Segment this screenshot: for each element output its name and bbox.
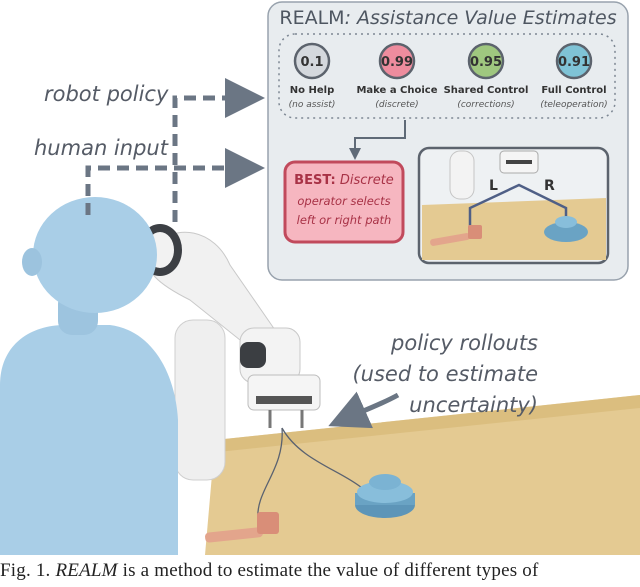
rollouts-arrow (328, 391, 400, 429)
option-label: Shared Control (444, 85, 529, 96)
caption-name: REALM (55, 560, 118, 581)
robot-policy-label: robot policy (44, 82, 169, 106)
option-make-a-choice: 0.99 Make a Choice (discrete) (356, 42, 438, 110)
option-label: No Help (290, 85, 334, 96)
panel-title-prefix: REALM (279, 7, 344, 29)
option-label: Make a Choice (356, 85, 437, 96)
human-input-label: human input (34, 136, 169, 160)
hammer-object (205, 512, 279, 543)
mini-button (544, 222, 588, 242)
option-badge (555, 42, 593, 80)
best-box (283, 160, 405, 244)
caption-rest: is a method to estimate the value of dif… (122, 560, 539, 581)
option-value: 0.95 (470, 55, 502, 70)
rollout-path-right (281, 427, 363, 489)
option-sublabel: (no assist) (289, 100, 336, 110)
mini-label-left: L (489, 178, 498, 194)
best-line3: left or right path (297, 213, 392, 227)
option-sublabel: (discrete) (375, 100, 418, 110)
option-badge (293, 42, 331, 80)
mini-hammer (430, 233, 470, 246)
options-group (278, 33, 616, 119)
figure-caption: Fig. 1. REALM is a method to estimate th… (0, 560, 640, 587)
option-sublabel: (teleoperation) (540, 100, 607, 110)
best-line1: BEST: Discrete (294, 173, 394, 188)
rollouts-label-line2: (used to estimate (352, 362, 538, 386)
rollouts-label-line1: policy rollouts (390, 331, 538, 355)
option-label: Full Control (541, 85, 606, 96)
best-choice: Discrete (340, 173, 394, 188)
option-full-control: 0.91 Full Control (teleoperation) (540, 42, 608, 110)
mini-button-top (555, 216, 577, 228)
option-value: 0.99 (381, 55, 413, 70)
option-no-help: 0.1 No Help (no assist) (289, 42, 336, 110)
mini-label-right: R (544, 178, 555, 194)
rollouts-label-line3: uncertainty) (409, 393, 538, 417)
button-object (355, 474, 415, 518)
realm-panel: REALM: Assistance Value Estimates 0.1 No… (267, 1, 629, 281)
table-shadow (215, 395, 640, 452)
mini-robot-base (449, 150, 475, 200)
best-line2: operator selects (297, 194, 390, 208)
mini-scene: L R (417, 146, 610, 265)
robot-policy-arrow (172, 78, 265, 222)
mini-hammer-head (468, 225, 482, 239)
rollout-path-left (257, 427, 283, 521)
human-input-arrow (85, 148, 265, 215)
option-badge (467, 42, 505, 80)
robot-arm (138, 224, 321, 481)
option-value: 0.91 (558, 55, 590, 70)
option-badge (378, 42, 416, 80)
best-connector-arrow (349, 120, 406, 160)
option-value: 0.1 (300, 55, 323, 70)
caption-fig: Fig. 1. (0, 560, 51, 581)
human-operator (0, 197, 178, 555)
mini-table (422, 198, 606, 260)
figure-illustration: robot policy human input policy rollouts… (0, 1, 640, 555)
panel-title-suffix: : Assistance Value Estimates (345, 7, 617, 29)
mini-gripper-bar (506, 160, 532, 164)
mini-path (468, 183, 568, 228)
option-shared-control: 0.95 Shared Control (corrections) (444, 42, 529, 110)
option-sublabel: (corrections) (457, 100, 514, 110)
best-prefix: BEST: (294, 173, 336, 188)
panel-title: REALM: Assistance Value Estimates (279, 7, 616, 29)
